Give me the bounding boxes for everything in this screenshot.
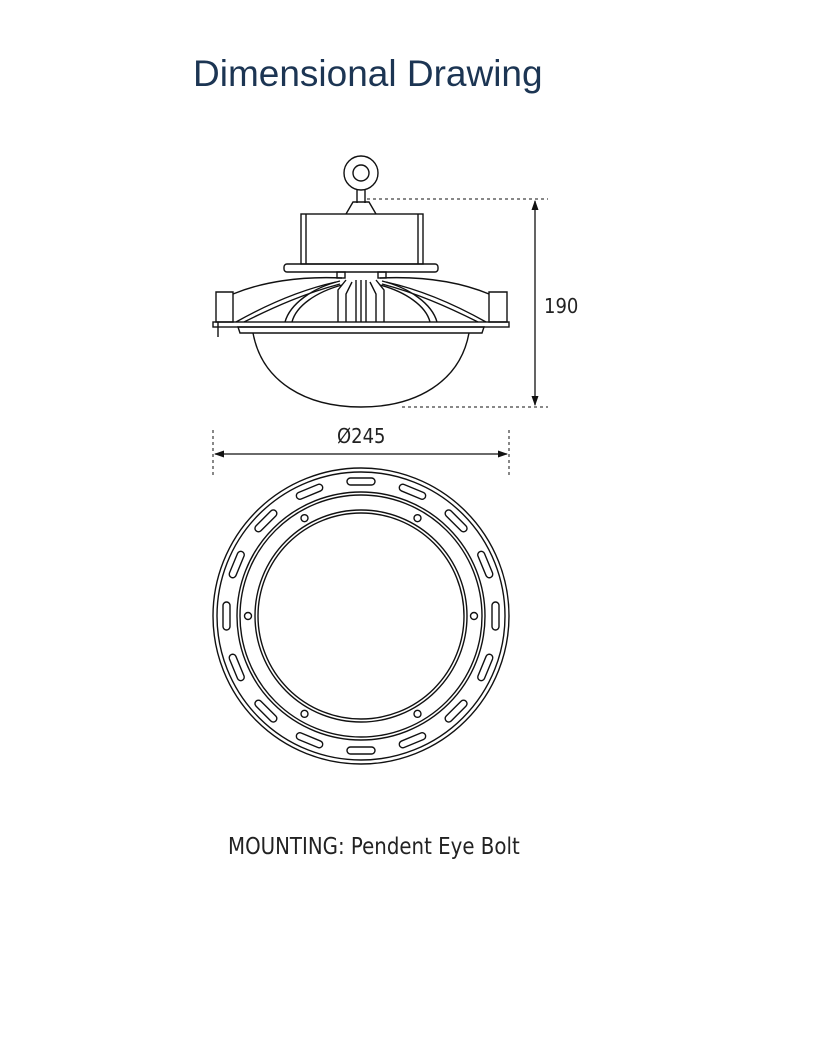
mounting-hole <box>469 611 479 621</box>
mounting-caption: MOUNTING: Pendent Eye Bolt <box>228 834 520 860</box>
heat-sink <box>212 276 510 337</box>
eye-bolt <box>343 155 379 215</box>
outer-rim <box>212 467 510 765</box>
lens-edge <box>254 509 468 723</box>
diameter-dimension: Ø245 <box>212 424 510 476</box>
driver-housing <box>283 213 439 279</box>
vent-slot <box>222 601 231 631</box>
diameter-label: Ø245 <box>337 424 386 448</box>
vent-slot <box>295 732 324 749</box>
vent-slot <box>346 477 376 486</box>
vent-slot <box>254 509 278 533</box>
mounting-hole <box>300 709 309 719</box>
vent-slot <box>477 653 494 682</box>
page-title: Dimensional Drawing <box>193 53 543 94</box>
vent-slot <box>398 483 427 500</box>
vent-slot <box>477 550 494 579</box>
plan-view <box>212 467 510 765</box>
vent-slot <box>228 653 245 682</box>
vent-slot <box>398 732 427 749</box>
side-view <box>212 155 510 408</box>
height-label: 190 <box>544 294 578 318</box>
mounting-holes <box>243 513 479 719</box>
mounting-hole <box>413 513 422 523</box>
vent-slot <box>254 699 278 723</box>
vent-slot <box>228 550 245 579</box>
vent-slot <box>346 746 376 755</box>
vent-slot <box>491 601 500 631</box>
mounting-hole <box>243 611 253 621</box>
mounting-hole <box>413 709 422 719</box>
vent-slot <box>444 699 468 723</box>
vent-slot <box>295 483 324 500</box>
mounting-hole <box>300 513 309 523</box>
height-dimension: 190 <box>367 198 578 408</box>
lens-dome <box>252 332 470 408</box>
vent-slot <box>444 509 468 533</box>
ventilation-slots <box>222 477 500 755</box>
